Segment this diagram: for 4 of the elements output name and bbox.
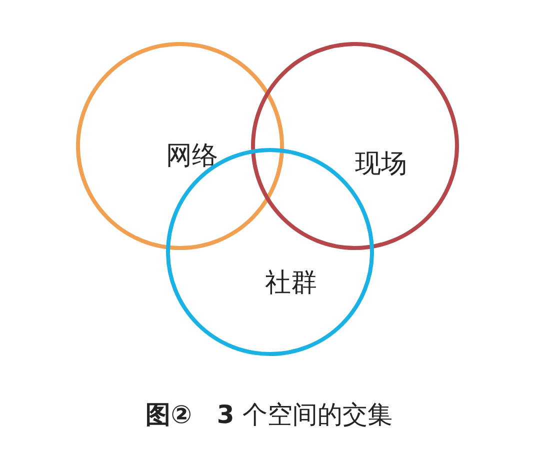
set-label: 网络 <box>166 140 218 173</box>
set-label: 现场 <box>355 148 407 181</box>
figure-caption: 图② 3 个空间的交集 <box>144 399 394 431</box>
set-label: 社群 <box>265 267 317 300</box>
